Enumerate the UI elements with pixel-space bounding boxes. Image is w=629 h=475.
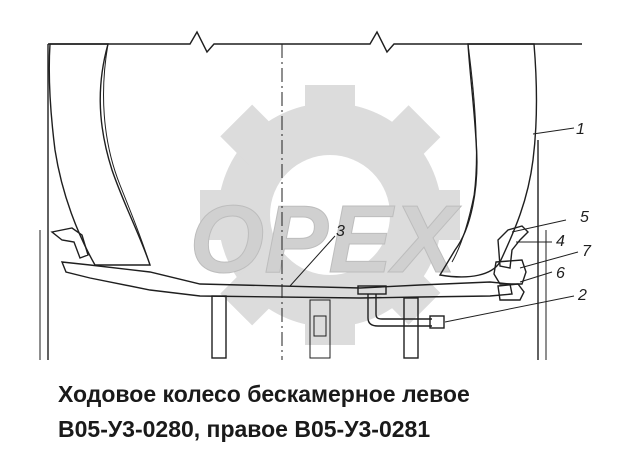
tire-wall-left [48, 43, 151, 266]
callout-3: 3 [336, 223, 345, 240]
watermark-gear [200, 85, 460, 345]
rim-flange-right [497, 225, 529, 269]
caption-line-2: В05-У3-0280, правое В05-У3-0281 [58, 416, 431, 442]
rim-base [60, 261, 513, 299]
callout-6: 6 [556, 265, 565, 282]
frame-verticals [39, 44, 547, 360]
callout-7: 7 [582, 243, 592, 260]
wheel-studs [211, 295, 419, 359]
callout-5: 5 [580, 209, 589, 226]
seal-ring [497, 283, 525, 301]
top-frame-line [48, 30, 582, 54]
callout-1: 1 [576, 121, 585, 138]
rim-flange-left [50, 227, 89, 259]
watermark-text: OPEX [190, 186, 462, 293]
callout-leaders [289, 127, 579, 323]
tire-inner-contours [103, 43, 477, 266]
callout-4: 4 [556, 233, 565, 250]
caption-line-1: Ходовое колесо бескамерное левое [58, 381, 470, 407]
lock-ring [493, 259, 527, 285]
valve-assembly [357, 285, 445, 329]
callout-2: 2 [577, 287, 587, 304]
